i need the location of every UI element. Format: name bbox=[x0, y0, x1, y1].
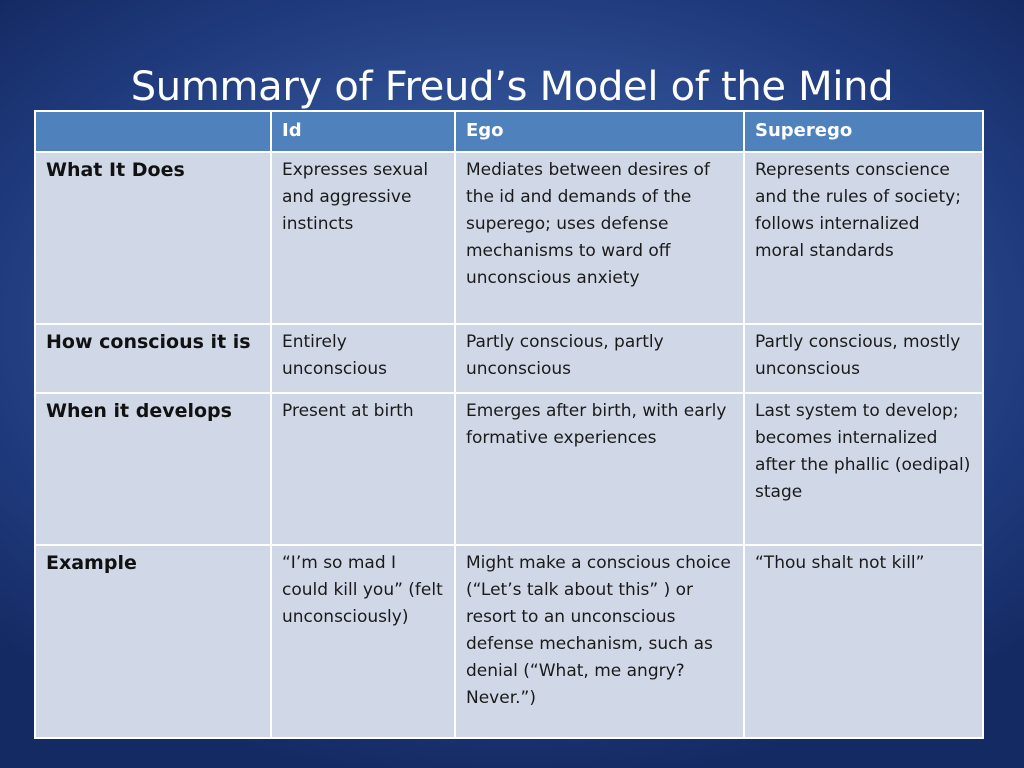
table-cell-superego: Last system to develop; becomes internal… bbox=[743, 392, 984, 546]
row-label: Example bbox=[34, 544, 272, 739]
table-cell-ego: Partly conscious, partly unconscious bbox=[454, 323, 745, 394]
header-cell-superego: Superego bbox=[743, 110, 984, 153]
table-row-when-it-develops: When it develops Present at birth Emerge… bbox=[34, 392, 984, 546]
header-cell-corner bbox=[34, 110, 272, 153]
slide-title: Summary of Freud’s Model of the Mind bbox=[130, 63, 894, 110]
table-cell-superego: “Thou shalt not kill” bbox=[743, 544, 984, 739]
table-row-example: Example “I’m so mad I could kill you” (f… bbox=[34, 544, 984, 739]
row-label: What It Does bbox=[34, 151, 272, 325]
table-cell-superego: Represents conscience and the rules of s… bbox=[743, 151, 984, 325]
header-row: Id Ego Superego bbox=[34, 110, 984, 153]
table-cell-superego: Partly conscious, mostly unconscious bbox=[743, 323, 984, 394]
table-cell-id: Entirely unconscious bbox=[270, 323, 456, 394]
table-cell-ego: Emerges after birth, with early formativ… bbox=[454, 392, 745, 546]
table-cell-ego: Might make a conscious choice (“Let’s ta… bbox=[454, 544, 745, 739]
table-cell-ego: Mediates between desires of the id and d… bbox=[454, 151, 745, 325]
summary-table: Id Ego Superego What It Does Expresses s… bbox=[34, 110, 984, 739]
table-cell-id: Expresses sexual and aggressive instinct… bbox=[270, 151, 456, 325]
header-cell-id: Id bbox=[270, 110, 456, 153]
row-label: When it develops bbox=[34, 392, 272, 546]
row-label: How conscious it is bbox=[34, 323, 272, 394]
table-cell-id: “I’m so mad I could kill you” (felt unco… bbox=[270, 544, 456, 739]
header-cell-ego: Ego bbox=[454, 110, 745, 153]
table-row-how-conscious: How conscious it is Entirely unconscious… bbox=[34, 323, 984, 394]
table-cell-id: Present at birth bbox=[270, 392, 456, 546]
table-row-what-it-does: What It Does Expresses sexual and aggres… bbox=[34, 151, 984, 325]
